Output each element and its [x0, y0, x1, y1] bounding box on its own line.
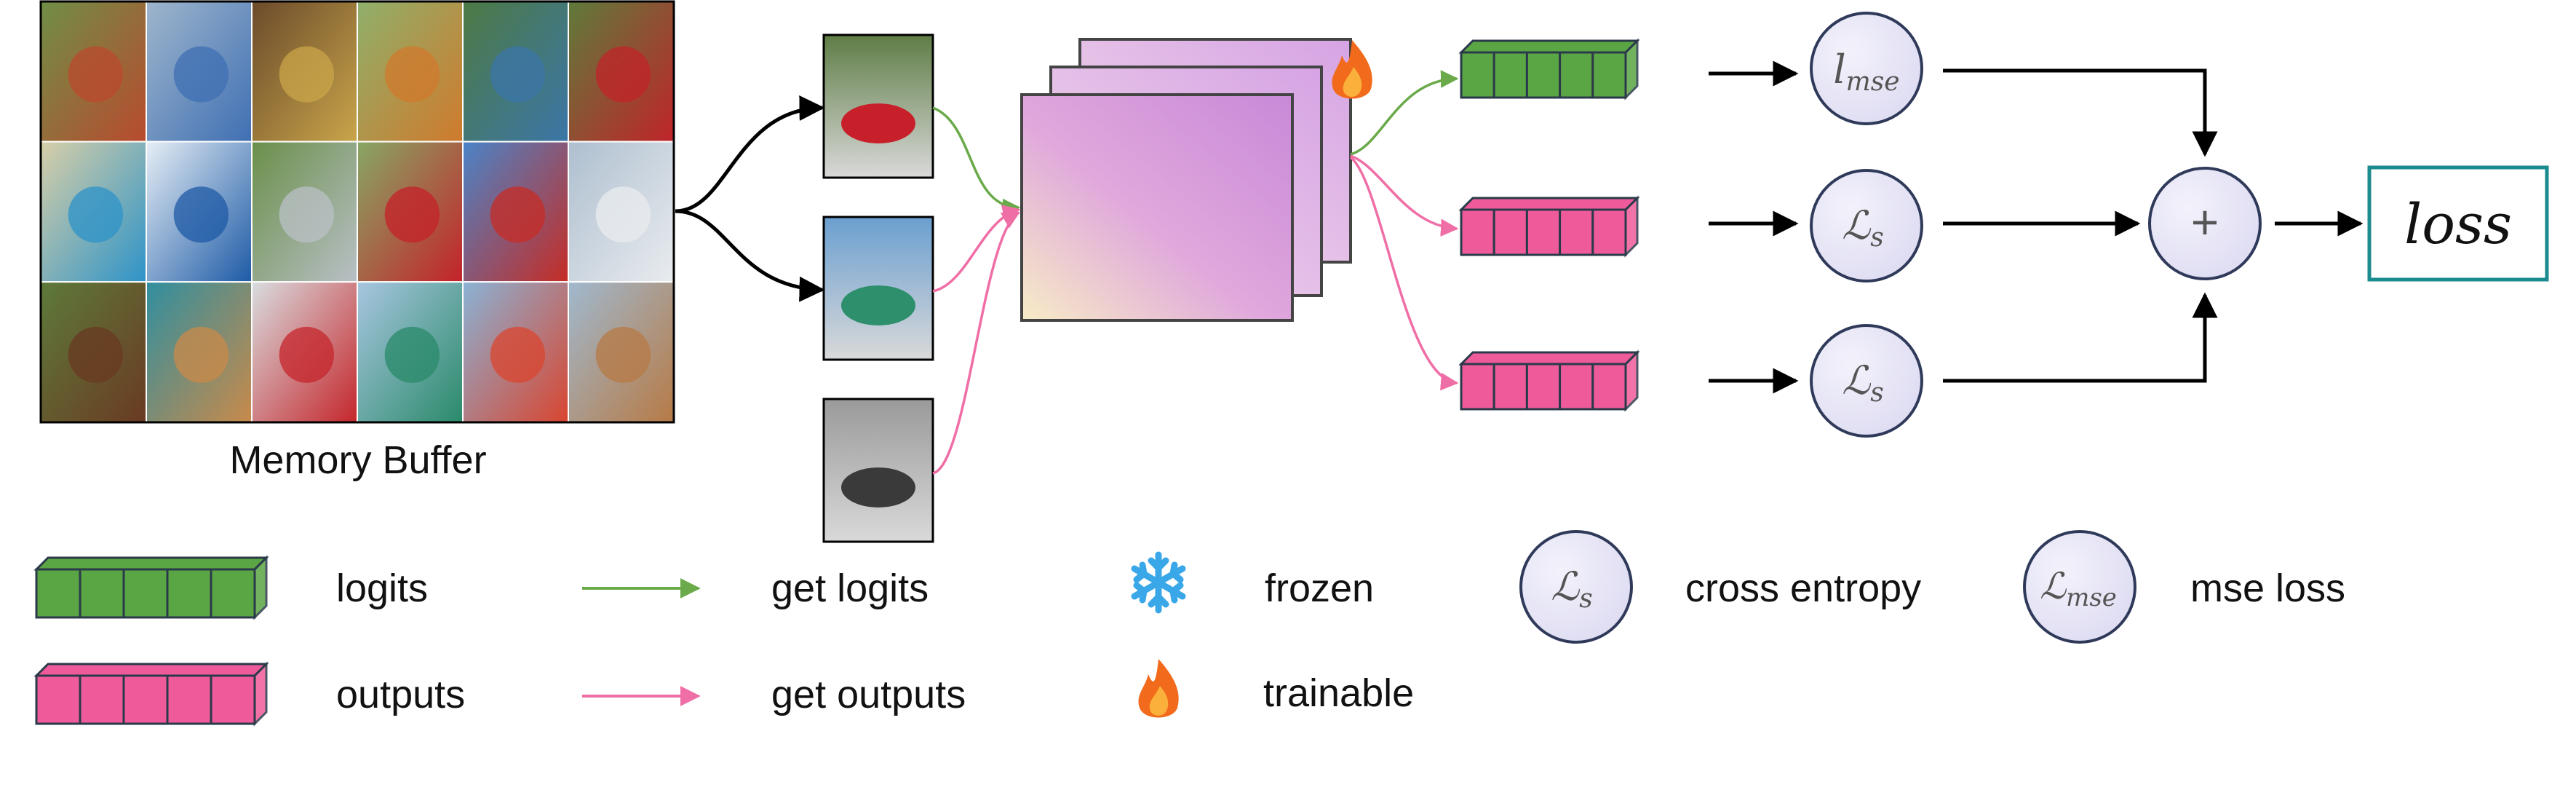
svg-text:ℒmse: ℒmse [2040, 565, 2117, 612]
loss-label: loss [2404, 191, 2512, 256]
legend-bars [33, 555, 269, 727]
motorcycle-sample [822, 398, 934, 543]
buffer-image-kestrel-bird [568, 281, 675, 423]
get-logits-arrow-to-logits [1350, 70, 1459, 156]
arrow-ce2-to-plus [1943, 292, 2218, 383]
ce-loss-node-1: ℒs [1810, 169, 1923, 283]
ce-node-1-subscript: s [1870, 223, 1883, 253]
arrow-mse-to-plus [1943, 68, 2218, 157]
flame-icon [1138, 659, 1179, 718]
ce-node-1-symbol: ℒ [1842, 202, 1871, 248]
get-outputs-arrow-from-motorcycle [932, 211, 1021, 475]
legend-outputs-bar [33, 661, 269, 727]
memory-buffer-label: Memory Buffer [229, 438, 486, 482]
buffer-image-finch-bird [251, 1, 358, 143]
buffer-image-stop-sign [568, 1, 675, 143]
legend-mse-subscript: mse [2066, 583, 2117, 612]
buffer-image-no-entry-signs [251, 281, 358, 423]
mse-loss-node: lmse [1810, 12, 1923, 125]
trainable-flame-icon [1332, 40, 1372, 99]
legend-ce-subscript: s [1579, 584, 1592, 614]
svg-text:ℒs: ℒs [1842, 357, 1883, 408]
svg-text:ℒs: ℒs [1842, 202, 1883, 253]
sports-car-sample [822, 33, 934, 179]
buffer-image-bluebird [462, 1, 569, 143]
buffer-image-red-sports-car [357, 141, 464, 283]
legend-cross-entropy-label: cross entropy [1685, 566, 1921, 610]
ce-node-2-symbol: ℒ [1842, 357, 1871, 403]
buffer-image-perched-bird [40, 281, 147, 423]
legend-trainable-label: trainable [1263, 671, 1414, 715]
legend-mse-loss-label: mse loss [2190, 566, 2345, 610]
legend-outputs-label: outputs [336, 673, 465, 716]
buffer-image-shrike-bird [146, 281, 253, 423]
legend-get-logits-label: get logits [771, 566, 929, 610]
buffer-image-pedestrian-sign [146, 1, 253, 143]
legend-mse-symbol: ℒ [2040, 565, 2067, 607]
ce-node-2-subscript: s [1870, 378, 1883, 408]
memory-buffer-grid [40, 1, 675, 423]
legend-frozen-label: frozen [1265, 566, 1374, 610]
legend-ce-symbol: ℒ [1551, 564, 1580, 609]
outputs-bar-1 [1458, 195, 1640, 258]
buffer-image-bullet-train [568, 141, 675, 283]
get-outputs-arrow-to-outputs-1 [1350, 154, 1459, 237]
buffer-image-red-bicycle [462, 141, 569, 283]
model-layer-front [1020, 93, 1294, 322]
mse-node-symbol: l [1833, 47, 1845, 92]
buffer-image-highway-signs [357, 281, 464, 423]
legend-logits-bar [33, 555, 269, 620]
outputs-bar-2 [1458, 349, 1640, 412]
plus-symbol: + [2191, 195, 2219, 249]
get-outputs-arrow-from-signs [932, 205, 1021, 293]
buffer-image-robin-bird [357, 1, 464, 143]
buffer-image-tuk-tuk [40, 141, 147, 283]
buffer-image-ferry-boat [462, 281, 569, 423]
get-logits-arrow-from-car [932, 106, 1021, 217]
legend-logits-label: logits [336, 566, 428, 610]
legend-ce-node: ℒs [1519, 530, 1633, 644]
buffer-image-bike-lane-sign [146, 141, 253, 283]
buffer-image-warning-sign [40, 1, 147, 143]
branch-arrow-to-signs [675, 209, 825, 302]
model-stack [1020, 38, 1352, 322]
mse-node-subscript: mse [1846, 67, 1900, 97]
logits-bar [1458, 38, 1640, 100]
buffer-image-silver-car [251, 141, 358, 283]
ce-loss-node-2: ℒs [1810, 324, 1923, 438]
svg-text:lmse: lmse [1833, 47, 1899, 97]
memory-buffer-border [39, 0, 675, 424]
branch-arrow-to-car [675, 95, 825, 213]
sample-images [822, 33, 934, 543]
feature-bars [1458, 38, 1640, 412]
get-outputs-arrow-to-outputs-2 [1349, 156, 1459, 391]
legend-mse-node: ℒmse [2023, 530, 2136, 644]
legend-get-outputs-label: get outputs [771, 673, 966, 716]
svg-text:ℒs: ℒs [1551, 564, 1592, 614]
road-signs-sample [822, 216, 934, 361]
snowflake-icon [1131, 551, 1186, 614]
loss-output-box: loss [2367, 165, 2549, 282]
sum-node: + [2148, 167, 2262, 280]
